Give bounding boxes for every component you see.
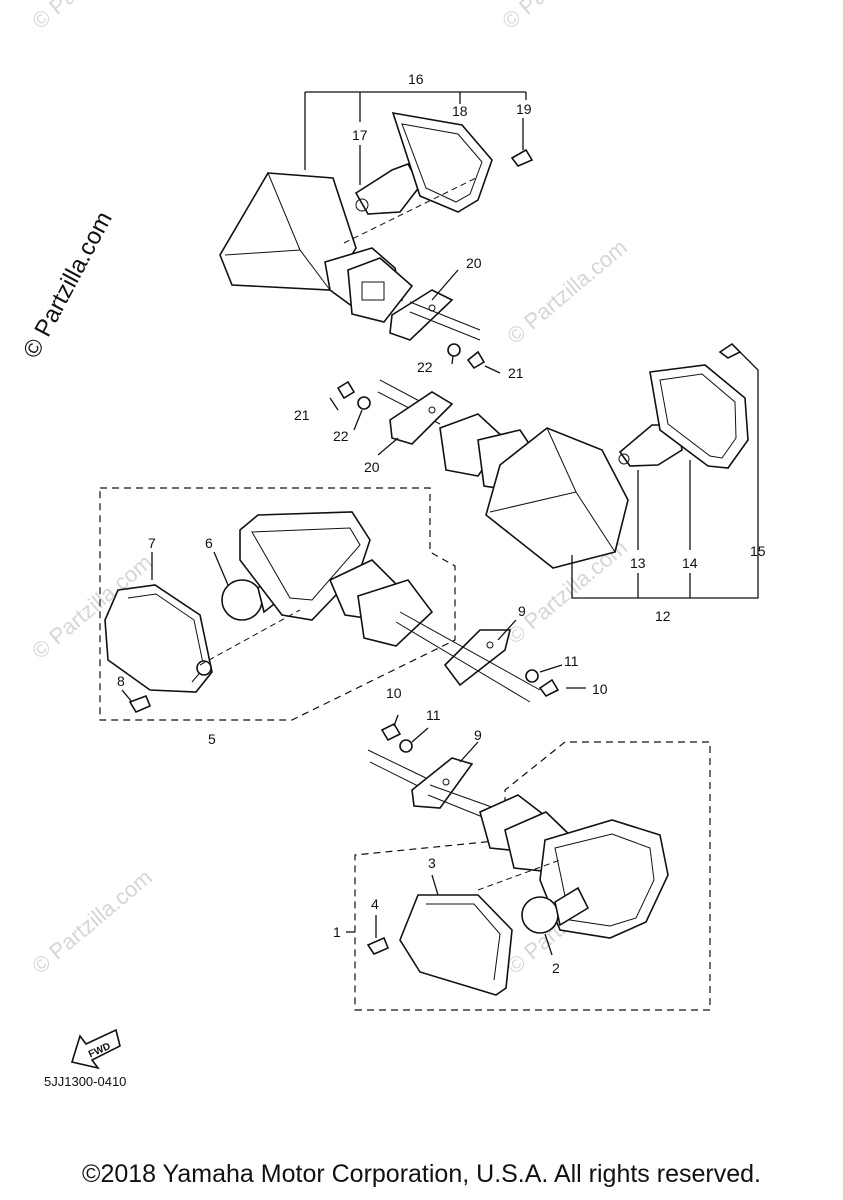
watermark-text: © Partzilla.com (27, 0, 157, 34)
callout-15: 15 (750, 543, 766, 559)
assembly-16 (219, 91, 534, 374)
callout-11: 11 (564, 653, 579, 669)
callout-1: 1 (333, 924, 341, 940)
drawing-code: 5JJ1300-0410 (44, 1074, 127, 1089)
assembly-1 (346, 714, 711, 1011)
callout-20: 20 (364, 459, 380, 475)
callout-12: 12 (655, 608, 671, 624)
watermark-text: © Partzilla.com (497, 0, 627, 34)
callout-18: 18 (452, 103, 468, 119)
callout-13: 13 (630, 555, 646, 571)
callout-6: 6 (205, 535, 213, 551)
callout-5: 5 (208, 731, 216, 747)
callout-4: 4 (371, 896, 379, 912)
fwd-arrow-icon: FWD (70, 1028, 121, 1070)
callout-21: 21 (294, 407, 310, 423)
watermark-text: © Partzilla.com (27, 864, 157, 978)
callout-10: 10 (386, 685, 402, 701)
callout-22: 22 (417, 359, 433, 375)
callout-3: 3 (428, 855, 436, 871)
callout-labels: 16 18 19 17 20 22 21 21 22 20 7 6 13 14 … (117, 71, 766, 976)
callout-11: 11 (426, 707, 441, 723)
callout-21: 21 (508, 365, 524, 381)
callout-10: 10 (592, 681, 608, 697)
callout-7: 7 (148, 535, 156, 551)
callout-20: 20 (466, 255, 482, 271)
copyright-notice: ©2018 Yamaha Motor Corporation, U.S.A. A… (82, 1160, 761, 1188)
callout-2: 2 (552, 960, 560, 976)
callout-8: 8 (117, 673, 125, 689)
callout-16: 16 (408, 71, 424, 87)
callout-9: 9 (474, 727, 482, 743)
watermark-text: © Partzilla.com (502, 234, 632, 348)
callout-22: 22 (333, 428, 349, 444)
assembly-12 (329, 342, 759, 599)
callout-9: 9 (518, 603, 526, 619)
callout-17: 17 (352, 127, 368, 143)
assembly-5 (99, 487, 586, 721)
callout-14: 14 (682, 555, 698, 571)
callout-19: 19 (516, 101, 532, 117)
